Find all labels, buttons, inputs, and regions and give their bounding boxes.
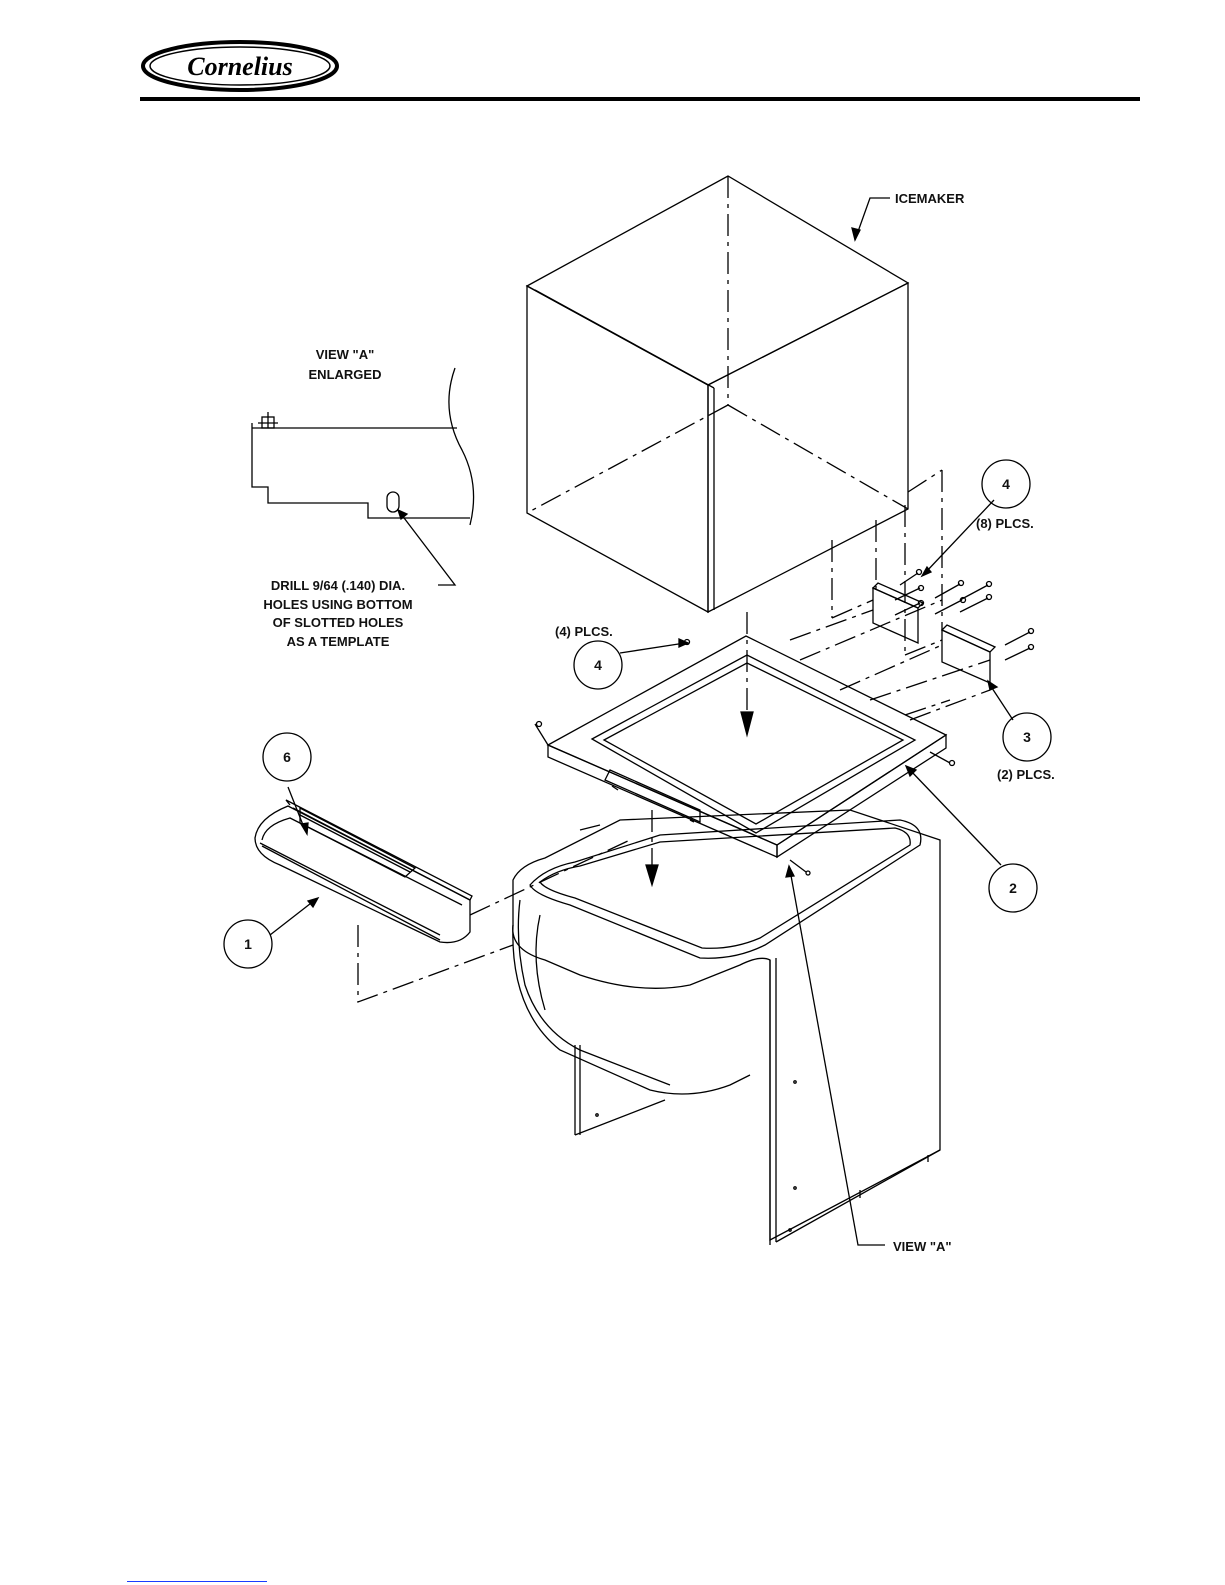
callout-2: 2	[1009, 880, 1017, 896]
plcs-2-label: (2) PLCS.	[997, 767, 1055, 782]
drill-note-4: AS A TEMPLATE	[287, 634, 390, 649]
callout-1: 1	[244, 936, 252, 952]
view-a-detail	[252, 368, 474, 585]
callout-3: 3	[1023, 729, 1031, 745]
callout-4-upper: 4	[1002, 476, 1010, 492]
callout-4-lower: 4	[594, 657, 602, 673]
callout-6: 6	[283, 749, 291, 765]
drill-note-3: OF SLOTTED HOLES	[273, 615, 404, 630]
drill-note-2: HOLES USING BOTTOM	[263, 597, 412, 612]
footer-link-underline	[127, 1581, 267, 1582]
plcs-4-label: (4) PLCS.	[555, 624, 613, 639]
drill-note-1: DRILL 9/64 (.140) DIA.	[271, 578, 405, 593]
view-a-title-1: VIEW "A"	[316, 347, 375, 362]
view-a-title-2: ENLARGED	[309, 367, 382, 382]
icemaker-label: ICEMAKER	[895, 191, 965, 206]
icemaker-box	[527, 176, 908, 612]
view-a-label: VIEW "A"	[893, 1239, 952, 1254]
plcs-8-label: (8) PLCS.	[976, 516, 1034, 531]
dispenser-body	[513, 810, 940, 1245]
brackets	[685, 470, 1034, 720]
